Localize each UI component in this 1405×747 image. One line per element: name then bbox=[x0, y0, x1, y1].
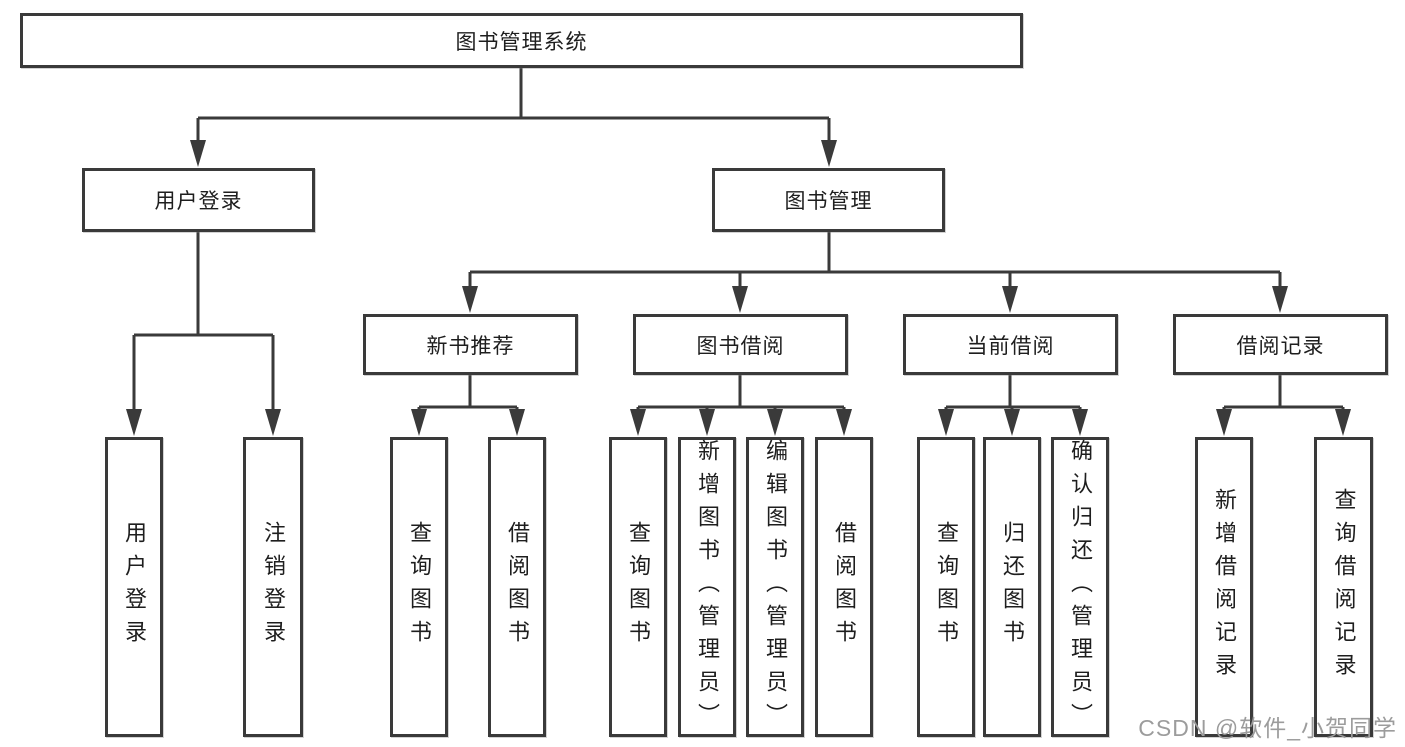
node-label: 新书推荐 bbox=[426, 334, 515, 358]
leaf-label: 归还图书 bbox=[1000, 521, 1025, 653]
node-library-management-system: 图书管理系统 bbox=[20, 13, 1023, 68]
leaf-label: 确认归还（管理员） bbox=[1068, 438, 1093, 736]
node-current-borrowing: 当前借阅 bbox=[903, 314, 1118, 375]
node-label: 图书管理 bbox=[784, 190, 873, 213]
leaf-query-books-recommend: 查询图书 bbox=[390, 437, 448, 737]
leaf-label: 用户登录 bbox=[122, 521, 147, 653]
leaf-borrow-books-recommend: 借阅图书 bbox=[488, 437, 546, 737]
node-book-management: 图书管理 bbox=[712, 168, 945, 232]
node-label: 用户登录 bbox=[154, 190, 243, 213]
leaf-add-book-admin: 新增图书（管理员） bbox=[678, 437, 736, 737]
csdn-watermark: CSDN @软件_小贺同学 bbox=[1138, 715, 1397, 741]
node-label: 图书借阅 bbox=[696, 334, 785, 358]
leaf-label: 编辑图书（管理员） bbox=[763, 438, 788, 736]
leaf-label: 查询图书 bbox=[626, 521, 651, 653]
leaf-borrow-books-borrowing: 借阅图书 bbox=[815, 437, 873, 737]
leaf-label: 借阅图书 bbox=[832, 521, 857, 653]
node-user-login: 用户登录 bbox=[82, 168, 315, 232]
leaf-edit-book-admin: 编辑图书（管理员） bbox=[746, 437, 804, 737]
leaf-label: 查询图书 bbox=[934, 521, 959, 653]
leaf-add-borrow-record: 新增借阅记录 bbox=[1195, 437, 1253, 737]
node-new-book-recommend: 新书推荐 bbox=[363, 314, 578, 375]
node-label: 当前借阅 bbox=[966, 334, 1055, 358]
node-label: 图书管理系统 bbox=[455, 30, 588, 54]
node-book-borrowing: 图书借阅 bbox=[633, 314, 848, 375]
leaf-label: 注销登录 bbox=[261, 521, 286, 653]
leaf-query-books-borrowing: 查询图书 bbox=[609, 437, 667, 737]
leaf-label: 新增借阅记录 bbox=[1212, 488, 1237, 686]
leaf-label: 查询图书 bbox=[407, 521, 432, 653]
leaf-user-login: 用户登录 bbox=[105, 437, 163, 737]
leaf-label: 新增图书（管理员） bbox=[695, 438, 720, 736]
leaf-query-borrow-record: 查询借阅记录 bbox=[1314, 437, 1373, 737]
leaf-query-books-current: 查询图书 bbox=[917, 437, 975, 737]
leaf-label: 查询借阅记录 bbox=[1331, 488, 1357, 686]
leaf-label: 借阅图书 bbox=[505, 521, 530, 653]
node-label: 借阅记录 bbox=[1236, 334, 1325, 358]
leaf-confirm-return-admin: 确认归还（管理员） bbox=[1051, 437, 1109, 737]
leaf-return-book: 归还图书 bbox=[983, 437, 1041, 737]
leaf-logout: 注销登录 bbox=[243, 437, 303, 737]
node-borrowing-records: 借阅记录 bbox=[1173, 314, 1388, 375]
